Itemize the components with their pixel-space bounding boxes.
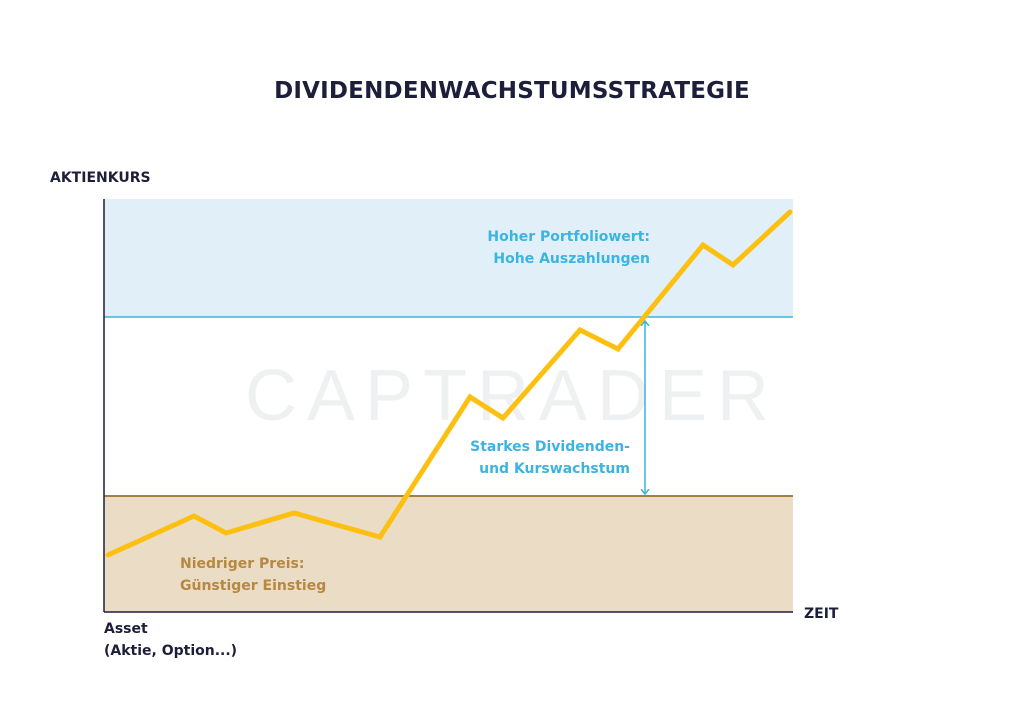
high-zone-label-line-2: Hohe Auszahlungen [493,251,650,267]
asset-label: Asset (Aktie, Option...) [104,618,237,662]
low-zone-label-line-2: Günstiger Einstieg [180,578,327,594]
watermark: CAPTRADER [245,356,779,436]
high-value-zone [104,199,793,317]
low-price-zone [104,496,793,612]
diagram-title: DIVIDENDENWACHSTUMSSTRATEGIE [274,78,750,104]
price-trend-line [105,209,793,558]
asset-label-line-1: Asset [104,621,148,637]
high-zone-label-line-1: Hoher Portfoliowert: [487,229,650,245]
growth-zone-label-line-2: und Kurswachstum [479,461,630,477]
low-zone-label-line-1: Niedriger Preis: [180,556,305,572]
growth-zone-label: Starkes Dividenden- und Kurswachstum [470,436,630,480]
x-axis-label: ZEIT [804,606,839,622]
asset-label-line-2: (Aktie, Option...) [104,643,238,659]
low-zone-label: Niedriger Preis: Günstiger Einstieg [180,553,326,597]
y-axis-label: AKTIENKURS [50,170,151,186]
growth-zone-label-line-1: Starkes Dividenden- [470,439,630,455]
high-zone-label: Hoher Portfoliowert: Hohe Auszahlungen [487,226,650,270]
